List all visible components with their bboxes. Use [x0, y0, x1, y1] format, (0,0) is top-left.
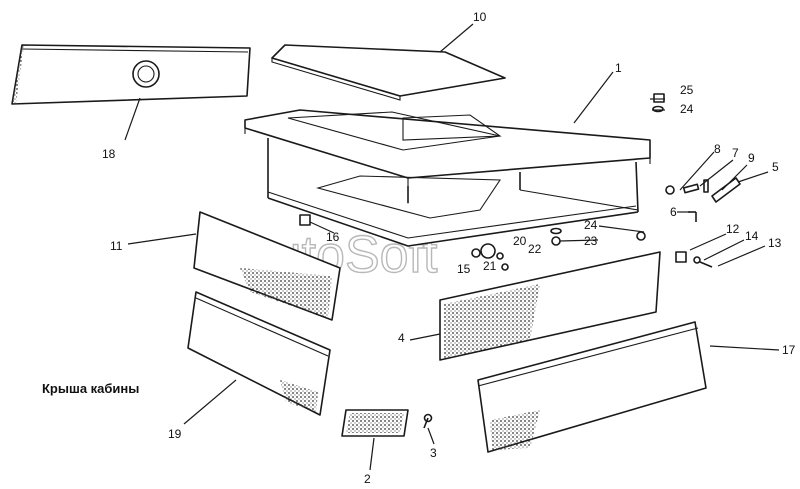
callout-15: 15 — [457, 262, 471, 276]
callout-3: 3 — [430, 446, 437, 460]
callout-14: 14 — [745, 229, 759, 243]
callout-24-bottom: 24 — [584, 218, 598, 232]
callout-numbers: 10 1 25 24 8 7 9 5 6 12 14 13 24 23 20 2… — [102, 10, 796, 486]
part-1-roof-frame — [244, 109, 651, 247]
callout-4: 4 — [398, 331, 405, 345]
part-19-lower-left-trim — [187, 291, 331, 416]
callout-7: 7 — [732, 146, 739, 160]
callout-17: 17 — [782, 343, 796, 357]
fasteners — [299, 93, 741, 429]
callout-24-top: 24 — [680, 102, 694, 116]
part-2-grille — [341, 409, 409, 437]
callout-2: 2 — [364, 472, 371, 486]
part-11-left-panel — [193, 211, 341, 321]
callout-20: 20 — [513, 234, 527, 248]
callout-6: 6 — [670, 205, 677, 219]
callout-10: 10 — [473, 10, 487, 24]
callout-8: 8 — [714, 142, 721, 156]
callout-13: 13 — [768, 236, 782, 250]
callout-1: 1 — [615, 61, 622, 75]
callout-9: 9 — [748, 151, 755, 165]
callout-22: 22 — [528, 242, 542, 256]
leader-lines — [124, 23, 780, 471]
callout-12: 12 — [726, 222, 740, 236]
callout-25: 25 — [680, 83, 694, 97]
part-4-front-panel — [439, 251, 661, 361]
callout-11: 11 — [110, 239, 123, 253]
callout-23: 23 — [584, 234, 598, 248]
part-17-lower-front-trim — [477, 321, 707, 453]
callout-16: 16 — [326, 230, 340, 244]
callout-19: 19 — [168, 427, 182, 441]
diagram-caption: Крыша кабины — [42, 381, 139, 396]
callout-5: 5 — [772, 160, 779, 174]
part-10-hatch-lid — [271, 44, 506, 101]
callout-21: 21 — [483, 259, 497, 273]
part-18-rear-panel — [11, 44, 251, 105]
callout-18: 18 — [102, 147, 116, 161]
